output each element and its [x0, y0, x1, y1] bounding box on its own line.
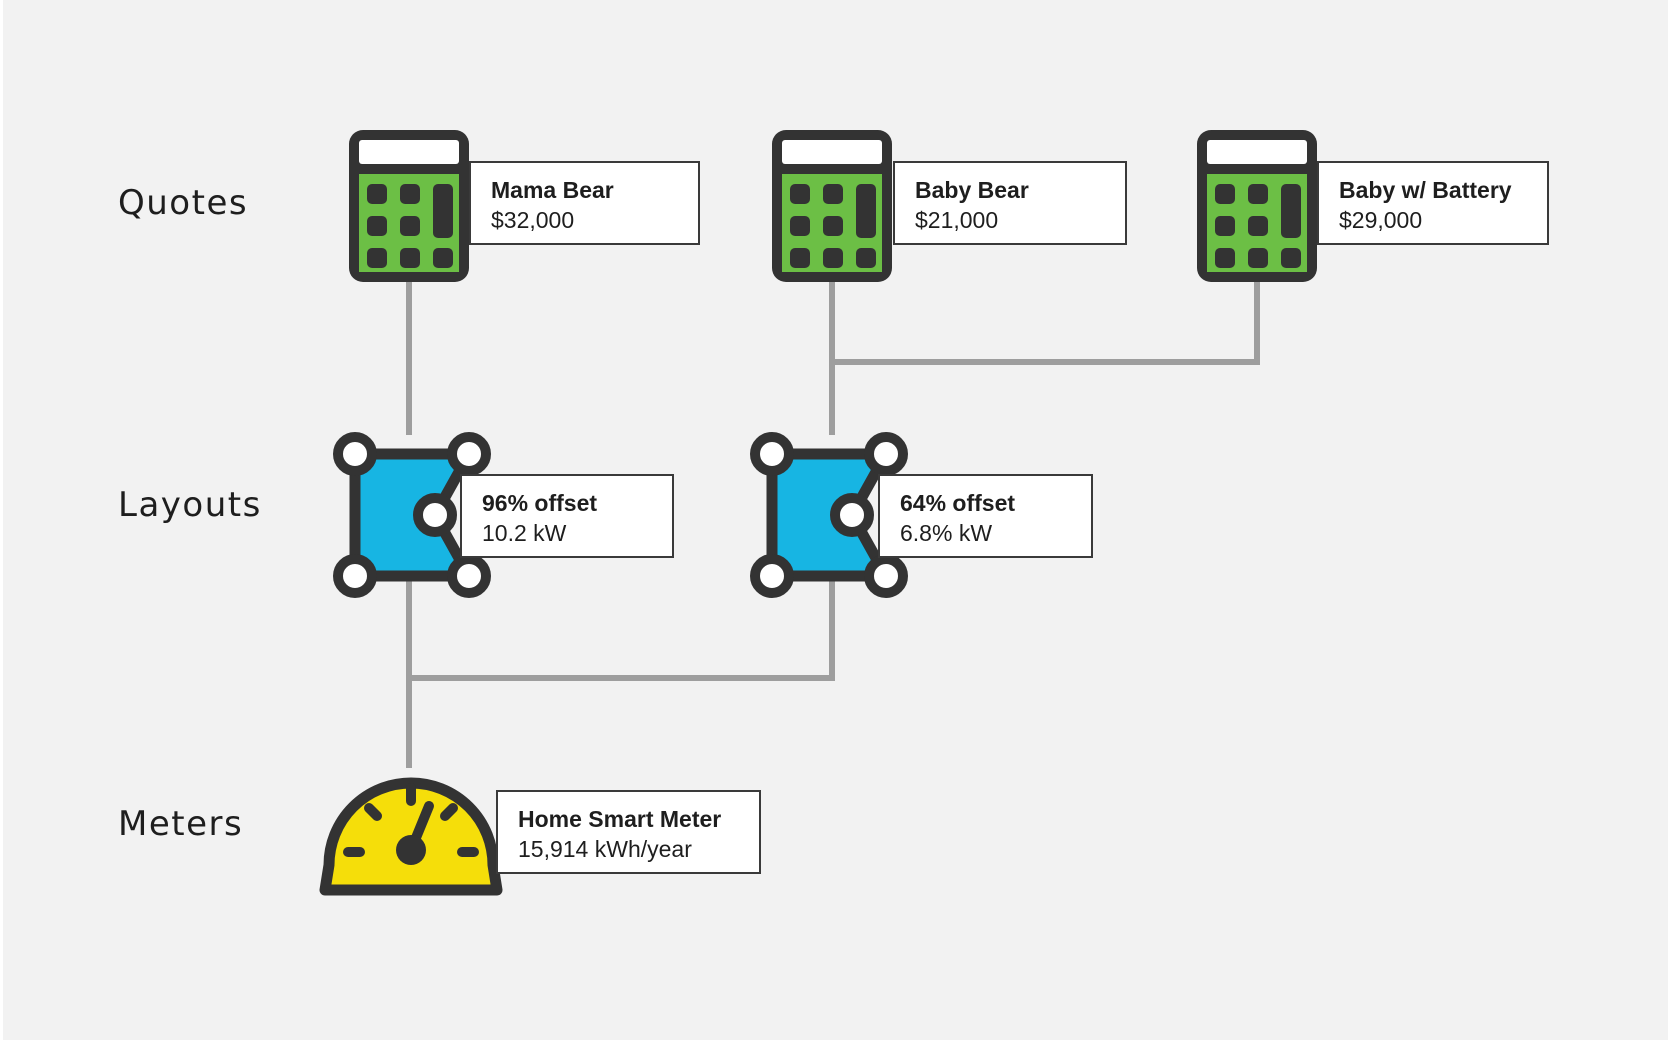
quote-title: Mama Bear [491, 177, 614, 203]
calculator-icon [349, 130, 469, 282]
gauge-meter-icon [319, 777, 503, 896]
quote-title: Baby Bear [915, 177, 1029, 203]
calculator-icon [1197, 130, 1317, 282]
row-label-quotes: Quotes [118, 183, 249, 223]
connector-lines [406, 282, 1260, 768]
quote-card: Baby Bear $21,000 [893, 161, 1127, 245]
diagram-canvas: Quotes Layouts Meters Mama Bear $32,000 … [3, 0, 1668, 1040]
meter-usage: 15,914 kWh/year [518, 836, 692, 862]
layout-offset: 64% offset [900, 490, 1016, 516]
quote-price: $21,000 [915, 207, 999, 233]
quote-price: $29,000 [1339, 207, 1423, 233]
layout-offset: 96% offset [482, 490, 598, 516]
calculator-icon [772, 130, 892, 282]
meter-card: Home Smart Meter 15,914 kWh/year [496, 790, 761, 874]
layout-card: 64% offset 6.8% kW [878, 474, 1093, 558]
connector-layouts-to-meter [406, 577, 835, 681]
meter-title: Home Smart Meter [518, 806, 722, 832]
row-label-meters: Meters [118, 804, 244, 844]
quote-card: Mama Bear $32,000 [469, 161, 700, 245]
connector-babybear-battery-to-layout2 [829, 282, 1260, 365]
quote-card: Baby w/ Battery $29,000 [1317, 161, 1549, 245]
row-label-layouts: Layouts [118, 485, 262, 525]
quote-title: Baby w/ Battery [1339, 177, 1512, 203]
layout-size: 6.8% kW [900, 520, 993, 546]
diagram-graphics [319, 130, 1317, 896]
layout-size: 10.2 kW [482, 520, 567, 546]
layout-card: 96% offset 10.2 kW [460, 474, 674, 558]
quote-price: $32,000 [491, 207, 575, 233]
